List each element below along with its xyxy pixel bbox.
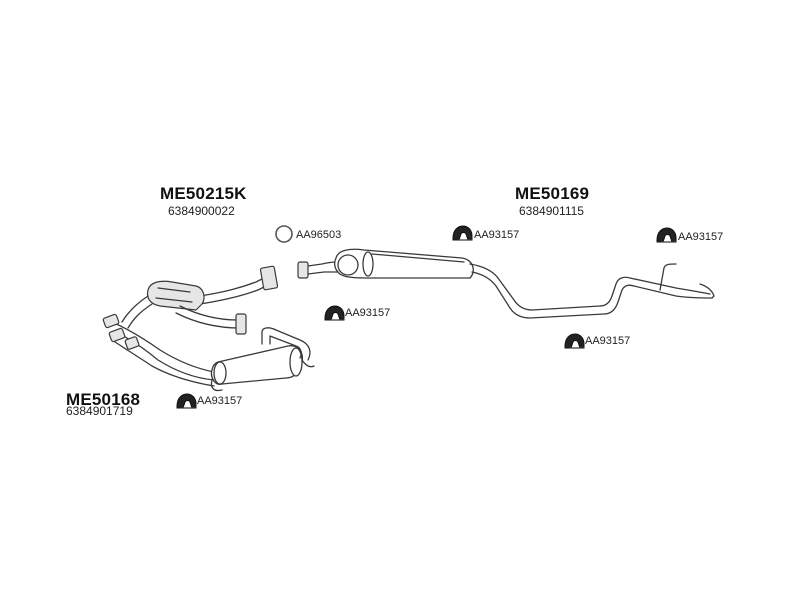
assembly-code-front-pipe: ME50215K xyxy=(160,184,247,203)
assembly-code-front-silencer: ME50168 xyxy=(66,390,141,409)
rear-pipe-silencer xyxy=(297,248,715,319)
hanger-ref-label-3: AA93157 xyxy=(345,307,391,319)
assembly-number-rear-pipe: 6384901115 xyxy=(519,204,584,218)
rubber-hanger-icon-2 xyxy=(656,227,677,243)
assembly-number-front-pipe: 6384900022 xyxy=(168,204,235,218)
hanger-ref-label-1: AA93157 xyxy=(474,229,520,241)
rubber-hanger-icon-4 xyxy=(564,333,585,349)
rubber-hanger-icon-5 xyxy=(176,393,197,409)
assembly-number-front-silencer: 6384901719 xyxy=(66,404,133,418)
assembly-code-rear-pipe: ME50169 xyxy=(515,184,590,203)
connector-ring-icon xyxy=(275,225,293,243)
front-silencer xyxy=(102,313,315,392)
hanger-ref-label-4: AA93157 xyxy=(585,335,631,347)
hanger-ref-label-2: AA93157 xyxy=(678,231,724,243)
ring-ref-label: AA96503 xyxy=(296,229,342,241)
rubber-hanger-icon-1 xyxy=(452,225,473,241)
front-pipe-catalytic-converter xyxy=(121,265,279,335)
hanger-ref-label-5: AA93157 xyxy=(197,395,243,407)
rubber-hanger-icon-3 xyxy=(324,305,345,321)
